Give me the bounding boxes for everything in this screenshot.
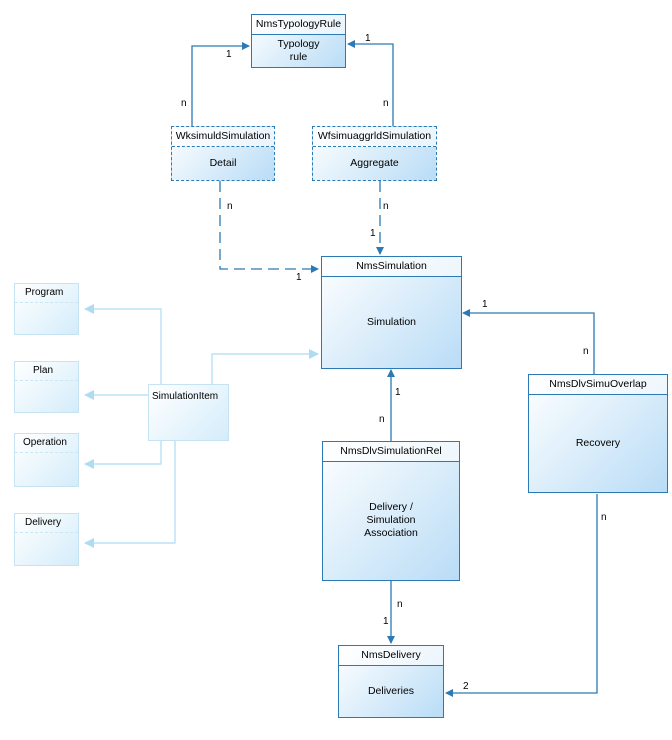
multiplicity-label: 1 (395, 387, 401, 398)
multiplicity-label: n (383, 98, 389, 109)
multiplicity-label: 2 (463, 681, 469, 692)
link-aggregate-typology (347, 40, 394, 126)
multiplicity-label: n (397, 599, 403, 610)
entity-description: Simulation (366, 315, 417, 328)
entity-wfsimuaggrld-simulation[interactable]: WfsimuaggrldSimulation Aggregate (312, 126, 437, 181)
link-overlap-delivery (445, 494, 598, 697)
entity-title: NmsDlvSimulationRel (323, 442, 459, 462)
entity-description: Recovery (575, 436, 621, 449)
entity-description: Detail (209, 156, 237, 169)
class-title: Operation (15, 434, 78, 453)
class-simulation-item[interactable]: SimulationItem (148, 384, 229, 441)
multiplicity-label: 1 (226, 49, 232, 60)
multiplicity-label: 1 (296, 272, 302, 283)
entity-description: Typology rule (277, 37, 320, 63)
class-title: Plan (15, 362, 78, 381)
link-detail-typology (191, 42, 250, 126)
class-title: SimulationItem (152, 391, 219, 402)
class-title: Delivery (15, 514, 78, 533)
class-plan[interactable]: Plan (14, 361, 79, 413)
class-program[interactable]: Program (14, 283, 79, 335)
link-item-operation (84, 440, 162, 469)
multiplicity-label: n (601, 512, 607, 523)
entity-description: Deliveries (367, 684, 415, 697)
entity-title: NmsDelivery (339, 646, 443, 666)
entity-nms-dlv-simu-overlap[interactable]: NmsDlvSimuOverlap Recovery (528, 374, 668, 493)
multiplicity-label: n (583, 346, 589, 357)
multiplicity-label: n (383, 201, 389, 212)
multiplicity-label: n (181, 98, 187, 109)
class-title: Program (15, 284, 78, 303)
link-overlap-simulation (462, 309, 595, 374)
multiplicity-label: 1 (482, 299, 488, 310)
entity-title: NmsSimulation (322, 257, 461, 277)
entity-title: WfsimuaggrldSimulation (313, 127, 436, 147)
class-delivery[interactable]: Delivery (14, 513, 79, 566)
entity-title: NmsTypologyRule (252, 15, 345, 35)
entity-wksimuld-simulation[interactable]: WksimuldSimulation Detail (171, 126, 275, 181)
entity-nms-delivery[interactable]: NmsDelivery Deliveries (338, 645, 444, 718)
entity-description: Aggregate (350, 156, 399, 169)
link-item-delivery (84, 440, 176, 548)
multiplicity-label: 1 (383, 616, 389, 627)
multiplicity-label: 1 (365, 33, 371, 44)
multiplicity-label: n (379, 414, 385, 425)
entity-nms-typology-rule[interactable]: NmsTypologyRule Typology rule (251, 14, 346, 68)
link-detail-simulation (219, 181, 319, 273)
link-item-program (84, 304, 162, 384)
entity-nms-dlv-simulation-rel[interactable]: NmsDlvSimulationRel Delivery / Simulatio… (322, 441, 460, 581)
link-item-simulation (211, 349, 319, 384)
multiplicity-label: 1 (370, 228, 376, 239)
entity-description: Delivery / Simulation Association (364, 501, 418, 539)
entity-title: NmsDlvSimuOverlap (529, 375, 667, 395)
multiplicity-label: n (227, 201, 233, 212)
class-operation[interactable]: Operation (14, 433, 79, 487)
entity-title: WksimuldSimulation (172, 127, 274, 147)
entity-nms-simulation[interactable]: NmsSimulation Simulation (321, 256, 462, 369)
